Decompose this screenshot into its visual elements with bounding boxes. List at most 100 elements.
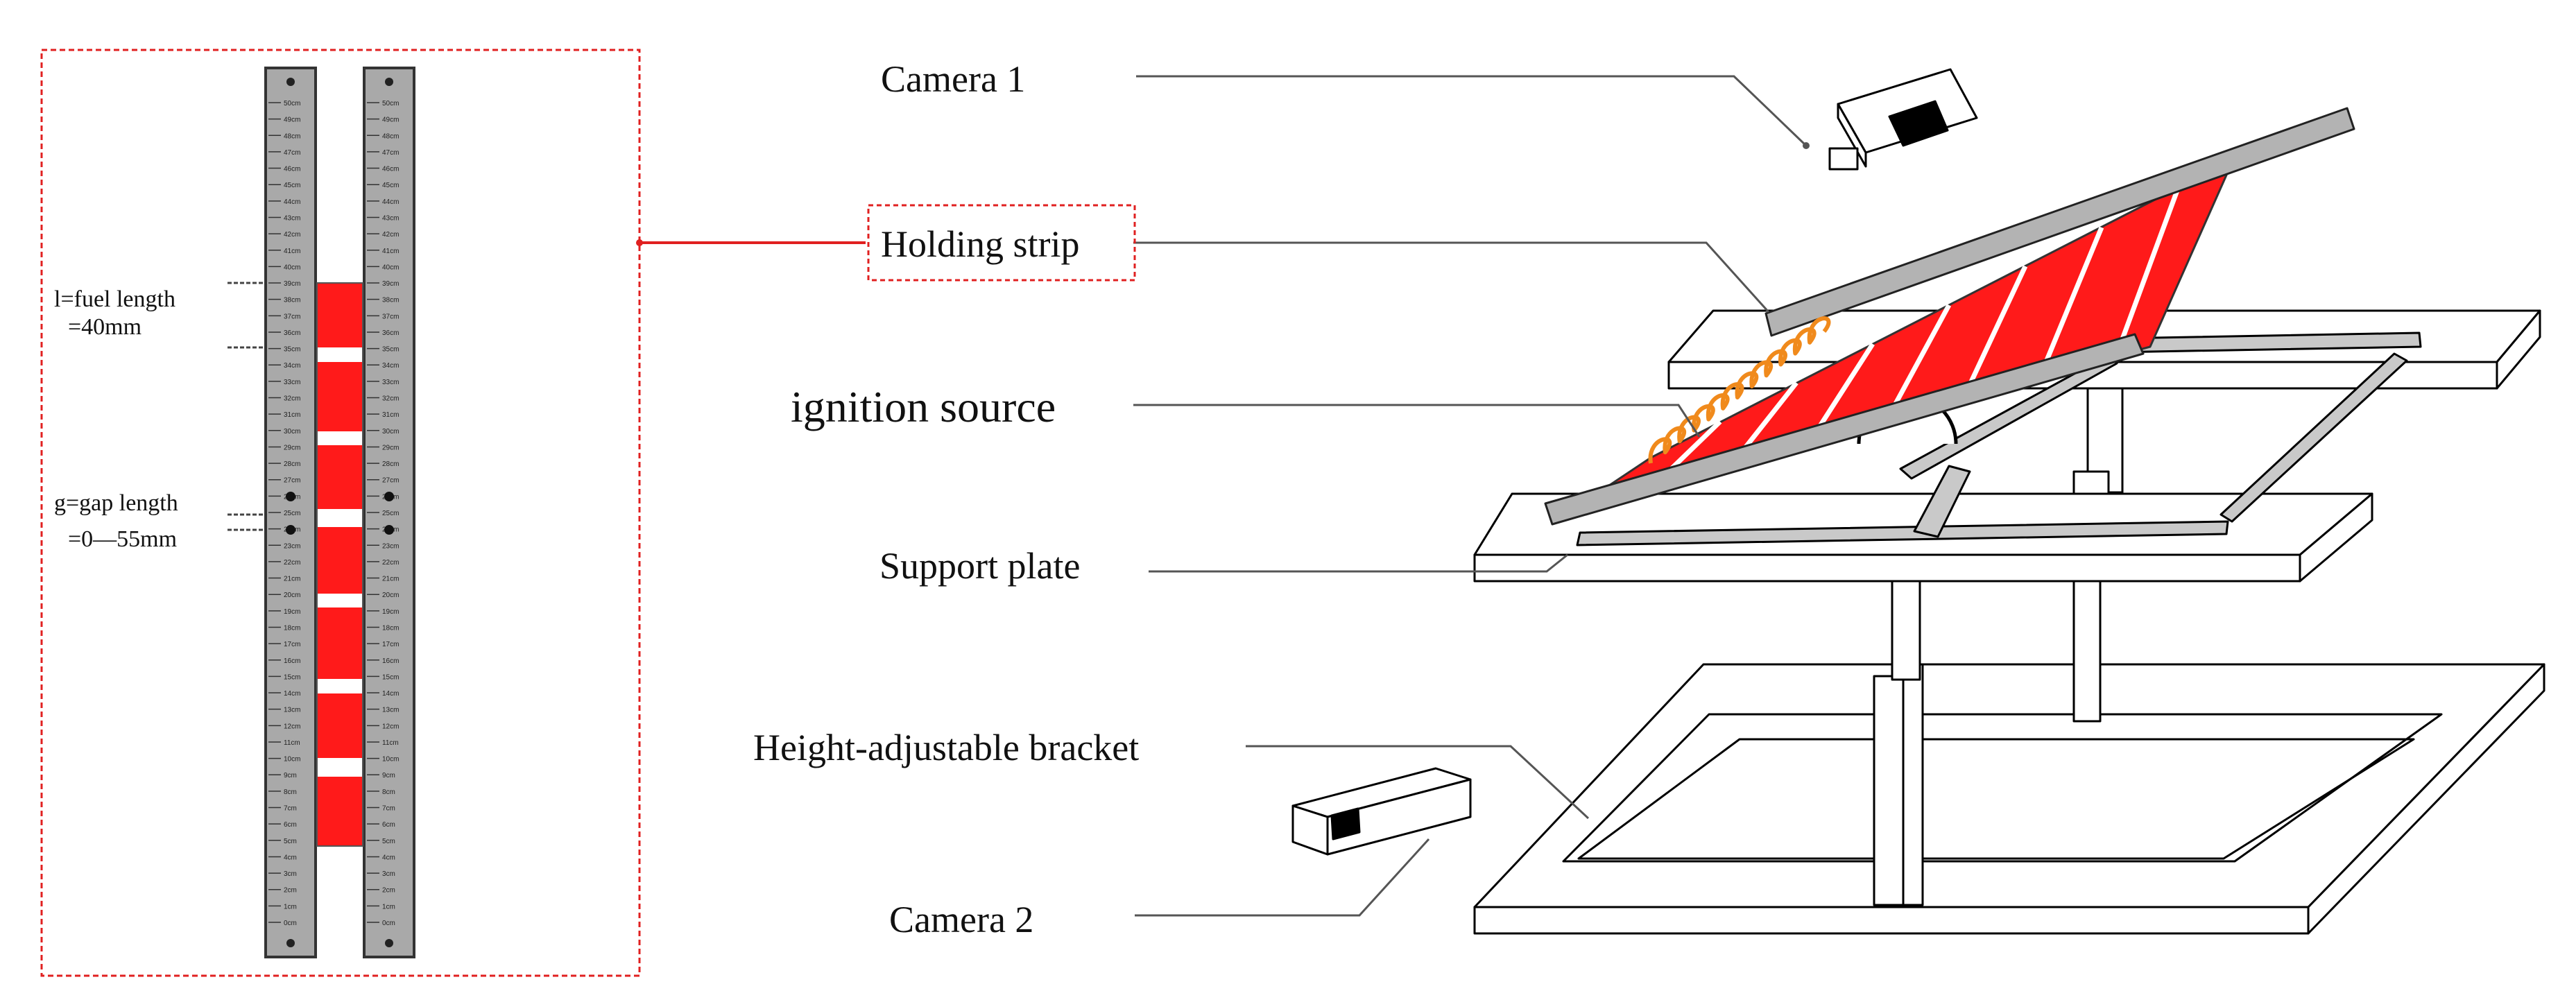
ruler-tick-label: 30cm — [382, 428, 399, 436]
ruler-tick-label: 41cm — [284, 248, 300, 255]
fuel-gaps — [1656, 187, 2181, 484]
ruler-tick-label: 50cm — [382, 100, 399, 107]
ruler-tick-label: 17cm — [284, 641, 300, 648]
ruler-tick-label: 43cm — [382, 214, 399, 222]
ruler-tick-label: 14cm — [382, 690, 399, 698]
ruler-ticks: 0cm 1cm 2cm 3cm 4cm 5cm 6cm 7cm 8cm 9cm 10cm 11cm 12… — [268, 100, 399, 927]
ruler-tick-label: 28cm — [382, 460, 399, 468]
ruler-tick-label: 36cm — [382, 329, 399, 337]
ruler-tick-label: 14cm — [284, 690, 300, 698]
ruler-tick-label: 31cm — [382, 411, 399, 419]
ruler-hole — [286, 939, 295, 947]
ruler-tick-label: 8cm — [284, 788, 297, 796]
ruler-tick-label: 7cm — [284, 805, 297, 813]
ruler-tick-label: 32cm — [382, 395, 399, 403]
ruler-tick-label: 20cm — [382, 592, 399, 599]
ruler-tick-label: 36cm — [284, 329, 300, 337]
fuel-strip — [317, 362, 363, 431]
ruler-tick-label: 0cm — [382, 920, 395, 927]
ruler-hole — [385, 78, 393, 86]
ruler-tick-label: 1cm — [382, 903, 395, 911]
fuel-strip — [317, 283, 363, 347]
ruler-tick-label: 33cm — [382, 379, 399, 386]
ruler-tick-label: 35cm — [382, 346, 399, 354]
ruler-tick-label: 47cm — [382, 149, 399, 157]
ruler-tick-label: 39cm — [382, 280, 399, 288]
ruler-hole — [385, 939, 393, 947]
ruler-tick-label: 41cm — [382, 248, 399, 255]
ruler-tick-label: 29cm — [382, 444, 399, 451]
gap-dot — [286, 525, 295, 535]
ruler-tick-label: 28cm — [284, 460, 300, 468]
ruler-tick-label: 9cm — [284, 772, 297, 779]
ruler-tick-label: 16cm — [284, 657, 300, 665]
ruler-tick-label: 35cm — [284, 346, 300, 354]
ruler-tick-label: 15cm — [284, 673, 300, 681]
bracket-base — [1473, 663, 2545, 935]
ruler-tick-label: 18cm — [382, 624, 399, 632]
ruler-tick-label: 10cm — [284, 756, 300, 764]
ruler-tick-label: 23cm — [284, 542, 300, 550]
ruler-tick-label: 37cm — [284, 313, 300, 320]
ruler-tick-label: 44cm — [284, 198, 300, 206]
ruler-tick-label: 8cm — [382, 788, 395, 796]
ruler-tick-label: 13cm — [382, 707, 399, 714]
gap-dot — [384, 525, 394, 535]
ruler-tick-label: 50cm — [284, 100, 300, 107]
ruler-tick-label: 11cm — [382, 739, 399, 747]
ruler-tick-label: 12cm — [382, 723, 399, 730]
ruler-tick-label: 3cm — [284, 870, 297, 878]
grey-rails — [1576, 331, 2422, 546]
ruler-tick-label: 34cm — [284, 362, 300, 370]
ruler-tick-label: 32cm — [284, 395, 300, 403]
fuel-strip — [317, 693, 363, 758]
ruler-tick-label: 4cm — [382, 854, 395, 861]
ignition-source-label: ignition source — [791, 382, 1056, 431]
ruler-tick-label: 2cm — [284, 887, 297, 895]
ruler-tick-label: 48cm — [284, 132, 300, 140]
ruler-tick-label: 21cm — [284, 576, 300, 583]
ruler-tick-label: 23cm — [382, 542, 399, 550]
fuel-frame — [316, 282, 363, 847]
holding-strip-bottom — [1544, 333, 2145, 526]
ruler-tick-label: 16cm — [382, 657, 399, 665]
inset-frame — [40, 49, 641, 977]
fuel-length-label: l=fuel length — [54, 286, 175, 312]
ruler-tick-label: 27cm — [382, 477, 399, 485]
camera-1 — [1828, 68, 1978, 171]
ruler-tick-label: 18cm — [284, 624, 300, 632]
ruler-tick-label: 27cm — [284, 477, 300, 485]
connector-dot — [636, 239, 643, 246]
fuel-strip — [317, 527, 363, 594]
ruler-tick-label: 6cm — [284, 821, 297, 829]
holding-strip-top — [1764, 107, 2355, 337]
ruler-tick-label: 46cm — [382, 166, 399, 173]
ruler-tick-label: 22cm — [284, 559, 300, 567]
ruler-tick-label: 25cm — [382, 510, 399, 517]
ruler-tick-label: 43cm — [284, 214, 300, 222]
ruler-tick-label: 5cm — [382, 838, 395, 845]
ruler-tick-label: 46cm — [284, 166, 300, 173]
ruler-tick-label: 45cm — [284, 182, 300, 189]
ruler-tick-label: 20cm — [284, 592, 300, 599]
bracket-label: Height-adjustable bracket — [753, 727, 1139, 768]
holding-strip-label: Holding strip — [881, 223, 1080, 265]
ruler-tick-label: 7cm — [382, 805, 395, 813]
fuel-length-value: =40mm — [68, 314, 141, 340]
leader-lines — [1133, 75, 1808, 917]
ruler-tick-label: 29cm — [284, 444, 300, 451]
fuel-board — [1587, 158, 2235, 501]
ruler-tick-label: 40cm — [382, 264, 399, 271]
ruler-tick-label: 19cm — [382, 608, 399, 616]
fuel-strip — [317, 777, 363, 846]
ruler-tick-label: 4cm — [284, 854, 297, 861]
gap-length-value: =0—55mm — [68, 526, 177, 552]
ruler-tick-label: 6cm — [382, 821, 395, 829]
ruler-tick-label: 5cm — [284, 838, 297, 845]
ruler-tick-label: 34cm — [382, 362, 399, 370]
fuel-strip — [317, 607, 363, 679]
ruler-tick-label: 48cm — [382, 132, 399, 140]
ruler-tick-label: 13cm — [284, 707, 300, 714]
ruler-tick-label: 30cm — [284, 428, 300, 436]
